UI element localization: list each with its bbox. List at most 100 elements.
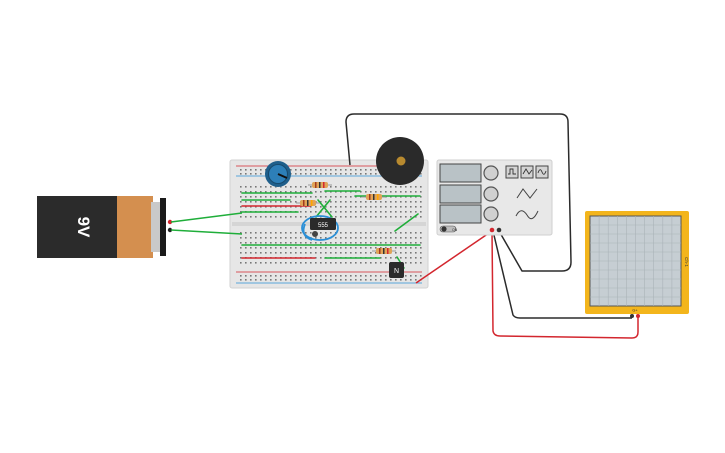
breadboard-hole: [400, 216, 402, 218]
breadboard-hole: [315, 191, 317, 193]
breadboard-hole: [370, 247, 372, 249]
breadboard-hole: [240, 196, 242, 198]
breadboard-hole: [350, 247, 352, 249]
capacitor[interactable]: [301, 215, 339, 241]
ic-555-chip[interactable]: 555: [310, 218, 336, 230]
breadboard-hole: [260, 247, 262, 249]
generator-terminal-negative[interactable]: [496, 227, 502, 233]
breadboard-hole: [410, 232, 412, 234]
oscilloscope[interactable]: Ch-1 G+: [585, 211, 689, 318]
resistor[interactable]: [362, 194, 386, 200]
breadboard-hole: [285, 232, 287, 234]
breadboard-hole: [370, 242, 372, 244]
oscilloscope-terminal-positive[interactable]: [636, 314, 640, 318]
breadboard-hole: [350, 262, 352, 264]
generator-display-offset: [439, 204, 482, 224]
battery-9v[interactable]: 9V: [37, 196, 173, 258]
resistor[interactable]: [372, 248, 396, 254]
wave-square-button[interactable]: [505, 165, 519, 179]
breadboard-hole: [420, 206, 422, 208]
breadboard-hole: [410, 275, 412, 277]
breadboard-hole: [350, 237, 352, 239]
breadboard-hole: [265, 201, 267, 203]
wire-green: [315, 199, 331, 218]
breadboard-hole: [280, 237, 282, 239]
breadboard-hole: [330, 242, 332, 244]
generator-terminal-positive[interactable]: [489, 227, 495, 233]
breadboard-hole: [315, 173, 317, 175]
breadboard-hole: [345, 262, 347, 264]
breadboard-hole: [410, 257, 412, 259]
piezo-buzzer[interactable]: [376, 137, 424, 185]
breadboard-hole: [335, 237, 337, 239]
generator-knob-amplitude[interactable]: [483, 186, 499, 202]
breadboard-hole: [255, 191, 257, 193]
breadboard-hole: [280, 252, 282, 254]
breadboard-hole: [330, 232, 332, 234]
generator-display-amplitude: [439, 184, 482, 204]
breadboard-hole: [385, 242, 387, 244]
breadboard-hole: [305, 242, 307, 244]
breadboard-hole: [385, 247, 387, 249]
breadboard-hole: [255, 275, 257, 277]
transistor-npn[interactable]: N: [389, 262, 404, 278]
breadboard-hole: [380, 262, 382, 264]
generator-knob-offset[interactable]: [483, 206, 499, 222]
breadboard-hole: [400, 237, 402, 239]
breadboard-hole: [300, 186, 302, 188]
wave-triangle-button[interactable]: [520, 165, 534, 179]
breadboard-hole: [260, 232, 262, 234]
generator-display-frequency: [439, 163, 482, 183]
breadboard-hole: [355, 252, 357, 254]
generator-knob-frequency[interactable]: [483, 165, 499, 181]
breadboard-hole: [395, 201, 397, 203]
breadboard-hole: [415, 247, 417, 249]
breadboard-hole: [245, 173, 247, 175]
breadboard-hole: [320, 242, 322, 244]
breadboard-hole: [240, 279, 242, 281]
breadboard-hole: [260, 196, 262, 198]
breadboard-hole: [420, 196, 422, 198]
wire-red-transistor-generator: [415, 230, 493, 284]
breadboard-hole: [320, 237, 322, 239]
breadboard-hole: [365, 169, 367, 171]
breadboard-hole: [385, 201, 387, 203]
potentiometer[interactable]: [265, 161, 291, 187]
breadboard-hole: [300, 173, 302, 175]
breadboard-hole: [420, 211, 422, 213]
breadboard-hole: [320, 191, 322, 193]
breadboard-hole: [340, 201, 342, 203]
oscilloscope-terminal-negative[interactable]: [630, 314, 634, 318]
battery-terminal-positive[interactable]: [167, 219, 173, 225]
breadboard-hole: [320, 169, 322, 171]
capacitor-small[interactable]: [312, 231, 318, 237]
breadboard-hole: [410, 211, 412, 213]
breadboard-hole: [350, 232, 352, 234]
breadboard-hole: [295, 173, 297, 175]
breadboard-hole: [320, 275, 322, 277]
resistor[interactable]: [308, 182, 332, 188]
breadboard-hole: [315, 247, 317, 249]
breadboard-hole: [295, 216, 297, 218]
breadboard-hole: [340, 237, 342, 239]
battery-terminal-negative[interactable]: [167, 227, 173, 233]
breadboard-hole: [310, 275, 312, 277]
breadboard-hole: [300, 262, 302, 264]
breadboard-hole: [275, 216, 277, 218]
breadboard-hole: [240, 169, 242, 171]
breadboard-hole: [320, 252, 322, 254]
breadboard-hole: [350, 196, 352, 198]
breadboard-hole: [420, 237, 422, 239]
breadboard-hole: [360, 237, 362, 239]
breadboard-hole: [265, 196, 267, 198]
breadboard-hole: [400, 242, 402, 244]
function-generator[interactable]: ON: [436, 159, 553, 236]
breadboard-hole: [315, 279, 317, 281]
breadboard-hole: [345, 201, 347, 203]
resistor[interactable]: [296, 200, 320, 206]
breadboard-hole: [290, 196, 292, 198]
breadboard-hole: [370, 191, 372, 193]
breadboard-hole: [310, 247, 312, 249]
breadboard-hole: [365, 237, 367, 239]
